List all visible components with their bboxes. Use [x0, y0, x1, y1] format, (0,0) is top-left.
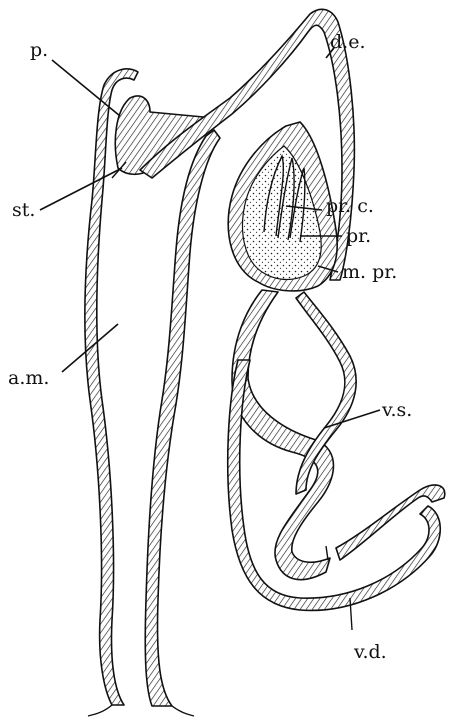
label-prostate-muscle: m. pr. — [342, 261, 397, 283]
label-vesicula-seminalis: v.s. — [381, 399, 412, 421]
label-ductus-ejaculatorius: d.e. — [330, 31, 366, 53]
label-atrium-masculinum: a.m. — [8, 367, 49, 389]
leader-stylet — [40, 168, 122, 210]
atrium-right-lip — [172, 706, 194, 716]
atrium-right-wall — [145, 130, 220, 706]
vas-deferens-cut-2 — [326, 546, 328, 560]
label-stylet: st. — [12, 199, 35, 221]
label-prostate-cavity: pr. c. — [326, 195, 374, 217]
vas-deferens-loop — [228, 360, 441, 610]
label-penis: p. — [30, 39, 48, 61]
atrium-left-lip — [88, 705, 112, 716]
label-prostate: pr. — [346, 225, 371, 247]
label-vas-deferens: v.d. — [353, 641, 387, 663]
